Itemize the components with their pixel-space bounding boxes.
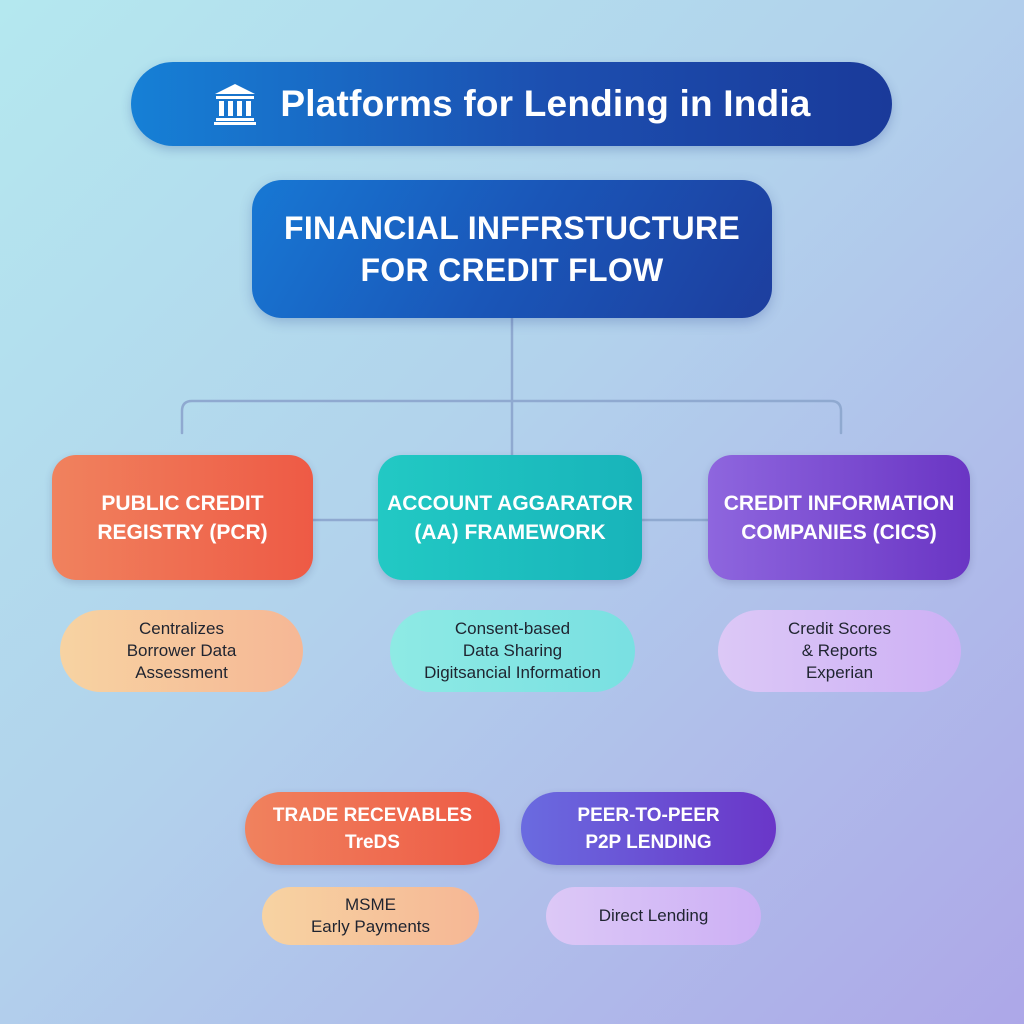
aa-detail-pill: Consent-based Data Sharing Digitsancial … xyxy=(390,610,635,692)
p2p-lending-node: PEER-TO-PEER P2P LENDING xyxy=(521,792,776,865)
detail-line: Assessment xyxy=(135,663,228,682)
aa-node-line: ACCOUNT AGGARATOR xyxy=(387,491,633,515)
detail-line: Experian xyxy=(805,663,874,682)
detail-line: Data Sharing xyxy=(462,641,563,660)
title-bar: Platforms for Lending in India xyxy=(131,62,892,146)
p2p-node-line: PEER-TO-PEER xyxy=(577,804,720,826)
treds-node: TRADE RECEVABLES TreDS xyxy=(245,792,500,865)
detail-line: Consent-based xyxy=(454,619,571,638)
pcr-node-line: PUBLIC CREDIT xyxy=(101,491,264,515)
treds-node-line: TRADE RECEVABLES xyxy=(272,804,473,826)
bank-building-icon xyxy=(214,84,257,125)
detail-line: & Reports xyxy=(801,641,878,660)
detail-line: MSME xyxy=(345,895,396,914)
cics-node: CREDIT INFORMATION COMPANIES (CICS) xyxy=(708,455,970,580)
pcr-detail-pill: Centralizes Borrower Data Assessment xyxy=(60,610,303,692)
aa-framework-node: ACCOUNT AGGARATOR (AA) FRAMEWORK xyxy=(378,455,642,580)
cics-node-line: CREDIT INFORMATION xyxy=(723,491,955,515)
cics-detail-pill: Credit Scores & Reports Experian xyxy=(718,610,961,692)
detail-line: Centralizes xyxy=(138,619,225,638)
root-node: FINANCIAL INFFRSTUCTURE FOR CREDIT FLOW xyxy=(252,180,772,318)
treds-detail-pill: MSME Early Payments xyxy=(262,887,479,945)
treds-node-line: TreDS xyxy=(345,831,400,853)
detail-line: Early Payments xyxy=(310,917,431,936)
root-node-line: FOR CREDIT FLOW xyxy=(360,252,664,288)
detail-line: Borrower Data xyxy=(126,641,237,660)
pcr-node-line: REGISTRY (PCR) xyxy=(97,520,268,544)
page-title: Platforms for Lending in India xyxy=(280,83,811,124)
aa-node-line: (AA) FRAMEWORK xyxy=(414,520,606,544)
detail-line: Digitsancial Information xyxy=(424,663,601,682)
p2p-detail-pill: Direct Lending xyxy=(546,887,761,945)
root-node-line: FINANCIAL INFFRSTUCTURE xyxy=(283,210,741,246)
detail-line: Credit Scores xyxy=(788,619,891,638)
cics-node-line: COMPANIES (CICS) xyxy=(741,520,937,544)
p2p-node-line: P2P LENDING xyxy=(585,831,712,853)
detail-line: Direct Lending xyxy=(598,906,709,925)
pcr-node: PUBLIC CREDIT REGISTRY (PCR) xyxy=(52,455,313,580)
